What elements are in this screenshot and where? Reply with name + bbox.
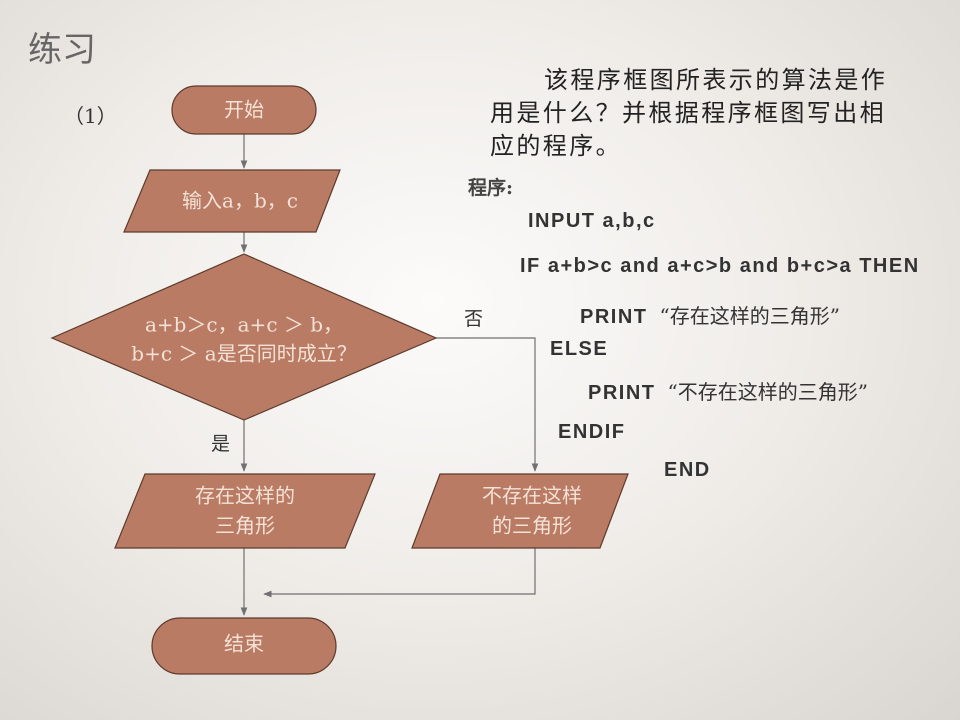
question-line-1: 该程序框图所表示的算法是作 [544, 66, 888, 94]
code-keyword-print: PRINT [588, 382, 656, 404]
question-text: 该程序框图所表示的算法是作 用是什么？并根据程序框图写出相 应的程序。 [490, 64, 887, 163]
code-line-else: ELSE [550, 338, 609, 360]
yes-output-parallelogram [114, 473, 376, 549]
code-line-if: IF a+b>c and a+c>b and b+c>a THEN [520, 255, 920, 277]
code-line-print-no: PRINT “不存在这样的三角形” [588, 376, 868, 405]
question-line-3: 应的程序。 [490, 132, 622, 160]
code-line-print-yes: PRINT “存在这样的三角形” [580, 300, 840, 329]
program-label: 程序: [468, 177, 514, 199]
no-output-label-line-2: 的三角形 [492, 514, 572, 538]
slide-title: 练习 [28, 30, 96, 70]
code-string-no: “不存在这样的三角形” [667, 380, 868, 404]
condition-label-line-1: a+b＞c，a+c ＞ b， [145, 313, 343, 337]
connector-no-output-merge [263, 548, 536, 598]
code-keyword-print: PRINT [580, 306, 648, 328]
code-line-end: END [664, 459, 711, 481]
code-string-yes: “存在这样的三角形” [659, 304, 840, 328]
start-terminal [171, 85, 317, 135]
question-line-2: 用是什么？并根据程序框图写出相 [490, 99, 886, 127]
connector-no-branch [436, 337, 539, 472]
no-branch-label: 否 [464, 308, 484, 330]
yes-branch-label: 是 [211, 433, 231, 455]
no-output-label-line-1: 不存在这样 [482, 484, 582, 508]
condition-diamond [50, 253, 438, 421]
input-parallelogram [123, 169, 341, 233]
end-label: 结束 [224, 632, 264, 656]
yes-output-label-line-1: 存在这样的 [195, 484, 295, 508]
condition-label-line-2: b+c ＞ a是否同时成立？ [131, 342, 356, 366]
start-label: 开始 [224, 98, 264, 122]
item-number: （1） [64, 104, 117, 128]
code-line-input: INPUT a,b,c [528, 210, 656, 232]
input-label: 输入a，b，c [182, 189, 298, 213]
end-terminal [151, 617, 337, 675]
no-output-parallelogram [411, 473, 629, 549]
yes-output-label-line-2: 三角形 [215, 514, 275, 538]
code-line-endif: ENDIF [558, 421, 626, 443]
